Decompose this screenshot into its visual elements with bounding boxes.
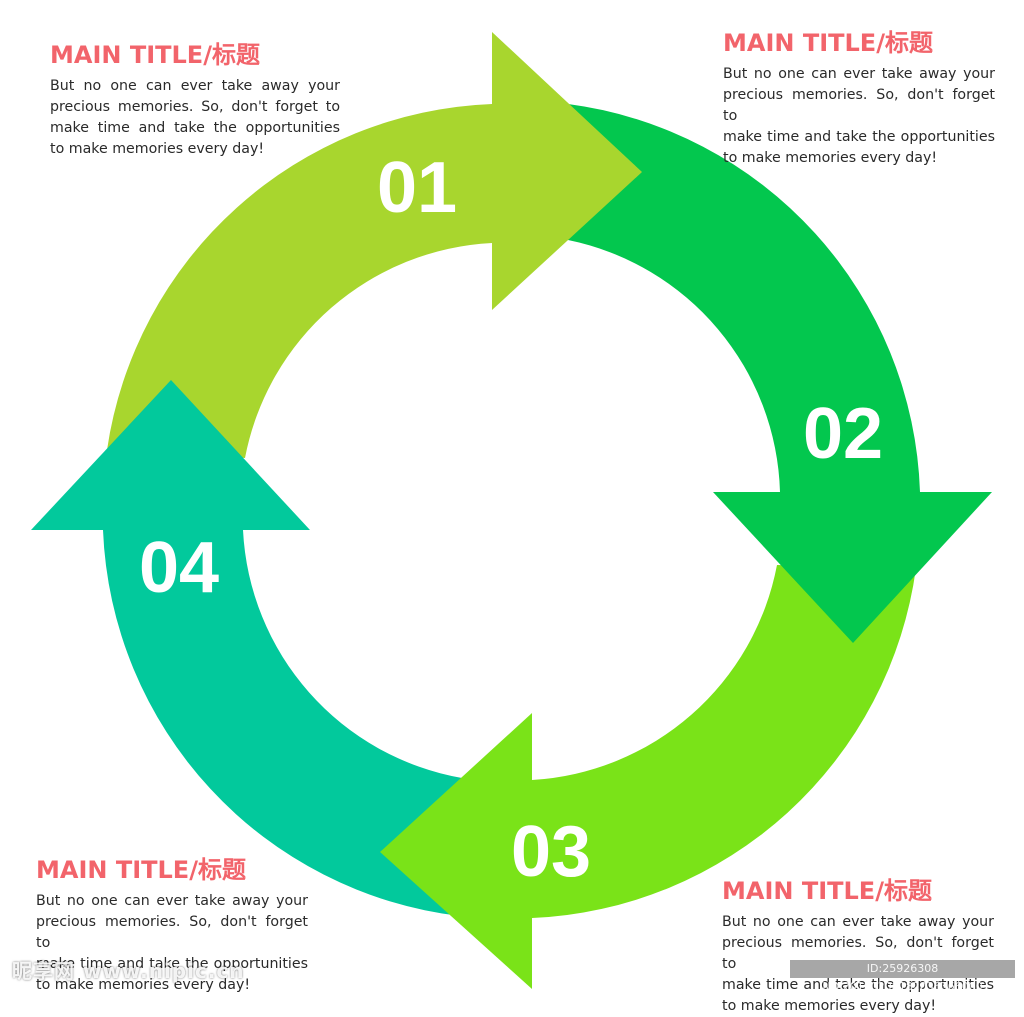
caption-04-body: But no one can ever take away your preci… [36,891,308,996]
step-number-04: 04 [139,528,219,608]
caption-03-line: to make memories every day! [722,998,937,1014]
watermark-left: 昵享网 www.nipic.cn [12,959,245,983]
segment-03-arrowhead [380,713,532,989]
caption-01-body: But no one can ever take away your preci… [50,76,340,160]
caption-04-line: make time and take the opportunities [36,956,308,972]
caption-02-body: But no one can ever take away your preci… [723,64,995,169]
caption-01: MAIN TITLE/标题 But no one can ever take a… [50,40,340,160]
caption-02-title: MAIN TITLE/标题 [723,29,933,57]
caption-02: MAIN TITLE/标题 But no one can ever take a… [723,28,995,169]
step-number-03: 03 [511,812,591,892]
caption-04-line: precious memories. So, don't forget to [36,914,308,951]
segment-01-band [107,104,492,458]
caption-03-title: MAIN TITLE/标题 [722,877,932,905]
caption-02-line: to make memories every day! [723,150,938,166]
segment-01-arrowhead [492,32,642,310]
caption-01-title: MAIN TITLE/标题 [50,41,260,69]
caption-01-line: make time and take the opportunities [50,120,340,136]
caption-04: MAIN TITLE/标题 But no one can ever take a… [36,855,308,996]
caption-02-line: make time and take the opportunities [723,129,995,145]
caption-01-line: to make memories every day! [50,141,265,157]
segment-03-band [532,565,916,918]
caption-03-line: But no one can ever take away your [722,914,994,930]
step-number-02: 02 [803,394,883,474]
caption-01-line: But no one can ever take away your [50,78,340,94]
caption-01-line: precious memories. So, don't forget to [50,99,340,115]
segment-02-arrowhead [713,492,992,643]
segment-04-band [103,530,462,916]
step-number-01: 01 [377,148,457,228]
caption-03-line: precious memories. So, don't forget to [722,935,994,972]
caption-04-line: But no one can ever take away your [36,893,308,909]
caption-02-line: But no one can ever take away your [723,66,995,82]
caption-04-title: MAIN TITLE/标题 [36,856,246,884]
segment-04-arrowhead [31,380,310,530]
watermark-right: ID:25926308 NO:20190208182036366000 [790,960,1015,993]
caption-02-line: precious memories. So, don't forget to [723,87,995,124]
cycle-diagram: 01 02 03 04 [31,32,992,989]
segment-02-band [568,104,920,492]
